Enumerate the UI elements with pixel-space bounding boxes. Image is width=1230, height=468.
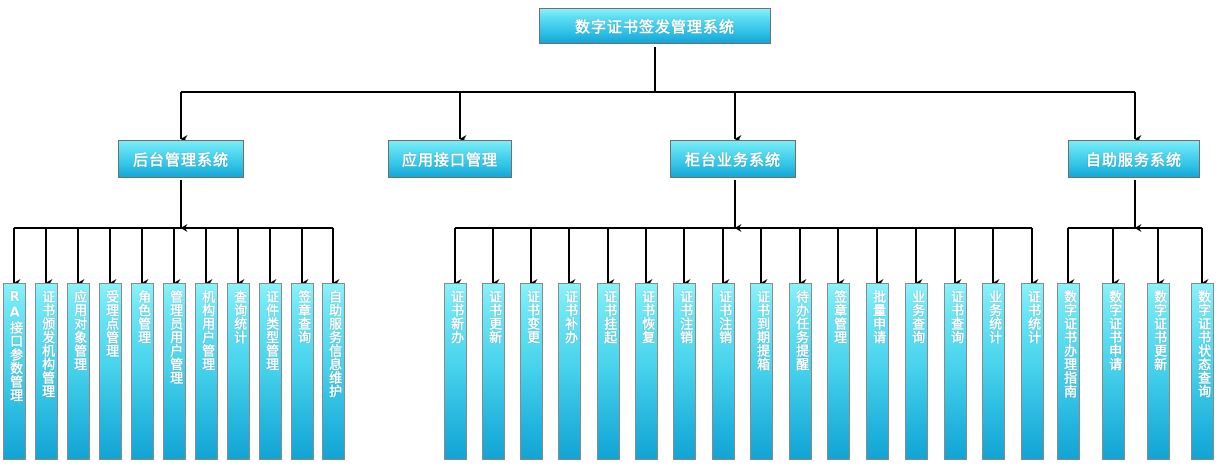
leaf-admin-user-mgmt[interactable]: 管理员用户管理 bbox=[163, 283, 186, 460]
leaf-application-object-mgmt[interactable]: 应用对象管理 bbox=[67, 283, 90, 460]
leaf-label: 数字证书更新 bbox=[1151, 290, 1167, 371]
leaf-seal-mgmt[interactable]: 签章管理 bbox=[827, 283, 850, 460]
leaf-cert-suspend[interactable]: 证书挂起 bbox=[597, 283, 620, 460]
leaf-seal-query[interactable]: 签章查询 bbox=[291, 283, 314, 460]
leaf-label: 证书恢复 bbox=[639, 290, 655, 344]
leaf-label: 证书补办 bbox=[562, 290, 578, 344]
leaf-digital-cert-guide[interactable]: 数字证书办理指南 bbox=[1057, 283, 1080, 460]
leaf-business-query[interactable]: 业务查询 bbox=[905, 283, 928, 460]
leaf-label: RA接口参数管理 bbox=[7, 290, 23, 402]
leaf-label: 证书挂起 bbox=[601, 290, 617, 344]
leaf-certificate-type-mgmt[interactable]: 证件类型管理 bbox=[259, 283, 282, 460]
leaf-digital-cert-status-query[interactable]: 数字证书状态查询 bbox=[1191, 283, 1214, 460]
leaf-acceptance-point-mgmt[interactable]: 受理点管理 bbox=[99, 283, 122, 460]
leaf-ra-interface-param-mgmt[interactable]: RA接口参数管理 bbox=[3, 283, 26, 460]
leaf-cert-change[interactable]: 证书变更 bbox=[520, 283, 543, 460]
node-backoffice-label: 后台管理系统 bbox=[132, 150, 229, 169]
leaf-cert-renew[interactable]: 证书更新 bbox=[482, 283, 505, 460]
leaf-digital-cert-renew[interactable]: 数字证书更新 bbox=[1147, 283, 1170, 460]
leaf-cert-revoke-2[interactable]: 证书注销 bbox=[712, 283, 735, 460]
leaf-label: 机构用户管理 bbox=[199, 290, 215, 371]
leaf-label: 角色管理 bbox=[135, 290, 151, 344]
leaf-label: 签章管理 bbox=[831, 290, 847, 344]
node-counter[interactable]: 柜台业务系统 bbox=[670, 140, 796, 178]
leaf-cert-query[interactable]: 证书查询 bbox=[944, 283, 967, 460]
node-selfservice[interactable]: 自助服务系统 bbox=[1068, 140, 1200, 178]
leaf-selfservice-info-maintenance[interactable]: 自助服务信息维护 bbox=[322, 283, 345, 460]
leaf-cert-revoke-1[interactable]: 证书注销 bbox=[673, 283, 696, 460]
node-counter-label: 柜台业务系统 bbox=[684, 150, 781, 169]
leaf-label: 业务统计 bbox=[986, 290, 1002, 344]
leaf-label: 证书注销 bbox=[716, 290, 732, 344]
node-api-label: 应用接口管理 bbox=[401, 150, 498, 169]
leaf-label: 批量申请 bbox=[870, 290, 886, 344]
leaf-label: 证书更新 bbox=[486, 290, 502, 344]
leaf-label: 证书新办 bbox=[448, 290, 464, 344]
leaf-label: 数字证书办理指南 bbox=[1061, 290, 1077, 398]
leaf-ca-institution-mgmt[interactable]: 证书颁发机构管理 bbox=[35, 283, 58, 460]
node-backoffice[interactable]: 后台管理系统 bbox=[118, 140, 244, 178]
leaf-batch-application[interactable]: 批量申请 bbox=[866, 283, 889, 460]
leaf-role-mgmt[interactable]: 角色管理 bbox=[131, 283, 154, 460]
leaf-pending-task-reminder[interactable]: 待办任务提醒 bbox=[789, 283, 812, 460]
leaf-business-statistics[interactable]: 业务统计 bbox=[982, 283, 1005, 460]
leaf-query-statistics[interactable]: 查询统计 bbox=[227, 283, 250, 460]
leaf-label: 证书注销 bbox=[677, 290, 693, 344]
leaf-label: 证书统计 bbox=[1025, 290, 1041, 344]
leaf-cert-expiry-box[interactable]: 证书到期提箱 bbox=[750, 283, 773, 460]
leaf-digital-cert-apply[interactable]: 数字证书申请 bbox=[1102, 283, 1125, 460]
node-root[interactable]: 数字证书签发管理系统 bbox=[539, 8, 771, 44]
leaf-label: 证件类型管理 bbox=[263, 290, 279, 371]
node-api[interactable]: 应用接口管理 bbox=[388, 140, 512, 178]
leaf-cert-statistics[interactable]: 证书统计 bbox=[1021, 283, 1044, 460]
node-root-label: 数字证书签发管理系统 bbox=[574, 17, 735, 36]
leaf-label: 管理员用户管理 bbox=[167, 290, 183, 385]
leaf-label: 证书变更 bbox=[524, 290, 540, 344]
leaf-cert-reissue[interactable]: 证书补办 bbox=[558, 283, 581, 460]
leaf-label: 证书颁发机构管理 bbox=[39, 290, 55, 398]
leaf-label: 应用对象管理 bbox=[71, 290, 87, 371]
leaf-label: 待办任务提醒 bbox=[793, 290, 809, 371]
leaf-institution-user-mgmt[interactable]: 机构用户管理 bbox=[195, 283, 218, 460]
leaf-label: 查询统计 bbox=[231, 290, 247, 344]
leaf-label: 签章查询 bbox=[295, 290, 311, 344]
leaf-label: 业务查询 bbox=[909, 290, 925, 344]
leaf-label: 证书到期提箱 bbox=[754, 290, 770, 371]
leaf-label: 受理点管理 bbox=[103, 290, 119, 358]
leaf-label: 自助服务信息维护 bbox=[326, 290, 342, 398]
leaf-label: 数字证书申请 bbox=[1106, 290, 1122, 371]
leaf-cert-new[interactable]: 证书新办 bbox=[444, 283, 467, 460]
node-selfservice-label: 自助服务系统 bbox=[1085, 150, 1182, 169]
leaf-label: 数字证书状态查询 bbox=[1195, 290, 1211, 398]
leaf-cert-restore[interactable]: 证书恢复 bbox=[635, 283, 658, 460]
leaf-label: 证书查询 bbox=[948, 290, 964, 344]
